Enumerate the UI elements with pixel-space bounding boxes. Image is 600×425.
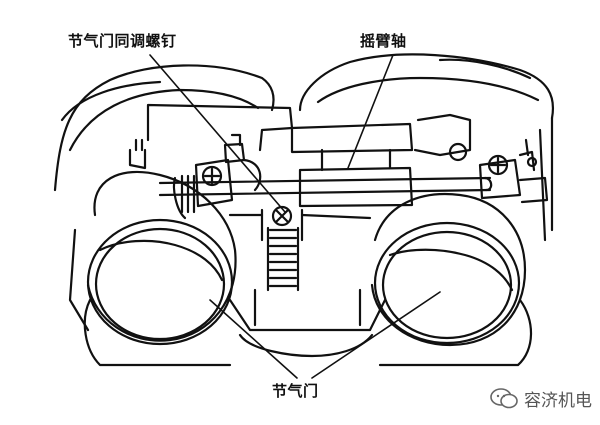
left-throttle-bore <box>68 170 237 367</box>
intake-housing-top <box>53 53 554 242</box>
right-linkage <box>478 138 549 204</box>
wechat-chat-icon <box>490 387 518 408</box>
left-linkage <box>128 133 262 220</box>
central-block <box>146 103 472 208</box>
leader-lines <box>149 54 441 379</box>
center-spring <box>260 205 304 292</box>
throttle-valve-label: 节气门 <box>272 382 319 400</box>
sync-screw-label: 节气门同调螺钉 <box>68 32 177 50</box>
watermark: 容济机电 <box>490 386 592 411</box>
rocker-shaft <box>158 176 493 197</box>
right-throttle-bore <box>370 193 533 367</box>
watermark-text: 容济机电 <box>524 391 592 411</box>
lower-body <box>228 213 387 358</box>
rocker-shaft-label: 摇臂轴 <box>360 32 407 50</box>
